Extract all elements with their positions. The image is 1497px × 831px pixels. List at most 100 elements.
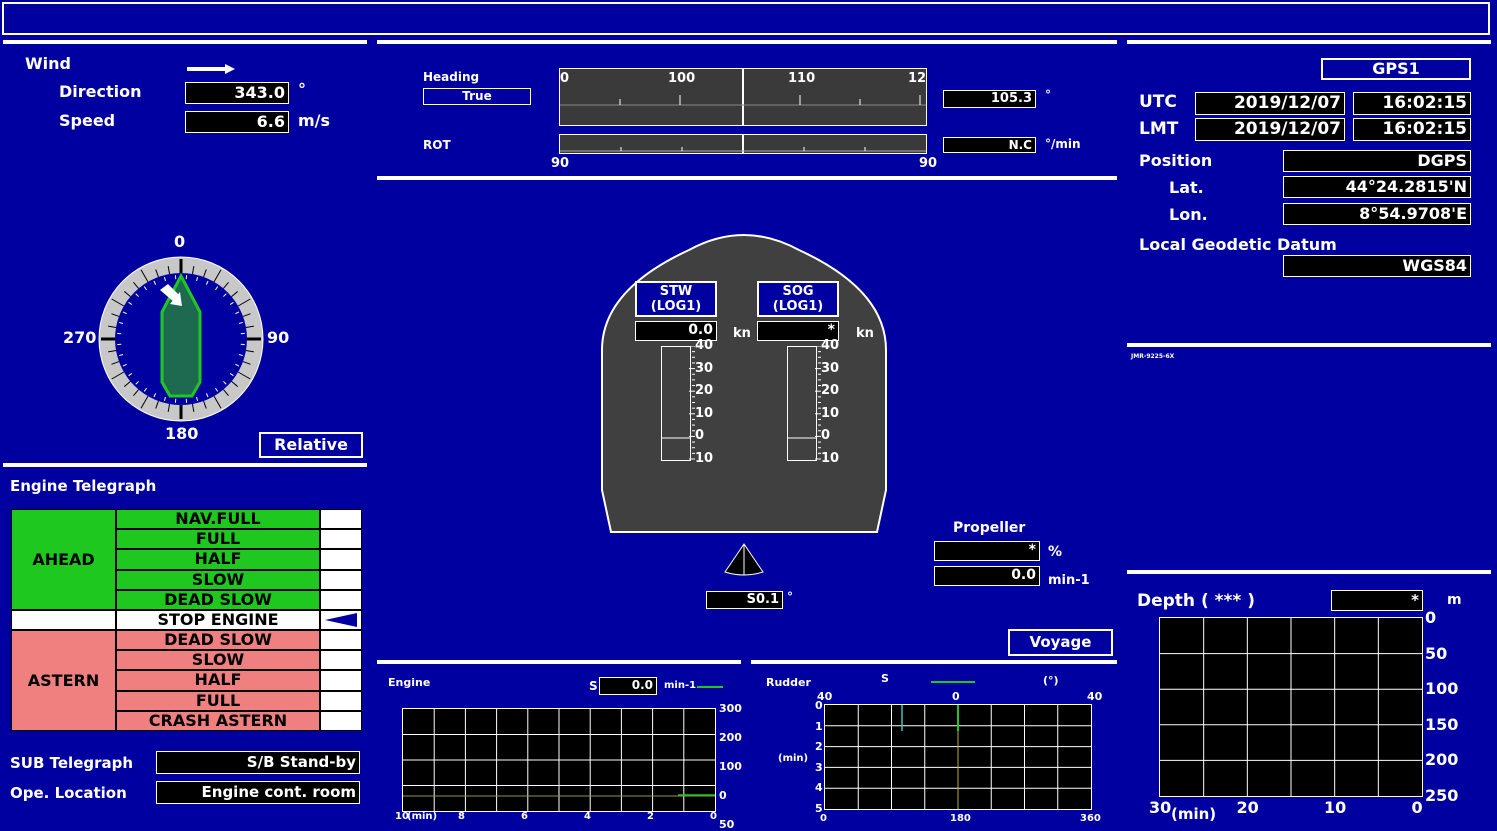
lat-value: 44°24.2815'N (1283, 176, 1471, 198)
depth-unit: m (1447, 592, 1462, 608)
rudder-bottom-tick: 0 (820, 813, 827, 824)
depth-y-tick: 0 (1425, 608, 1436, 627)
model-panel: JMR-9225-6X (1127, 343, 1491, 565)
rot-label: ROT (423, 138, 451, 152)
stw-scale-tick: 40 (695, 338, 713, 353)
propeller-rpm-value: 0.0 (934, 566, 1040, 586)
stop-engine-button[interactable]: STOP ENGINE (116, 610, 320, 630)
lon-value: 8°54.9708'E (1283, 203, 1471, 225)
stw-bar-gauge (661, 346, 691, 461)
astern-crash-astern-button[interactable]: CRASH ASTERN (116, 711, 320, 731)
heading-mode-button[interactable]: True (423, 88, 531, 105)
depth-x-tick: 0 (1412, 798, 1423, 817)
wind-arrow-icon (187, 59, 235, 69)
rudder-indicator-icon (723, 542, 765, 576)
ahead-slow-button[interactable]: SLOW (116, 570, 320, 590)
stw-scale-tick: 10 (695, 451, 713, 466)
lat-label: Lat. (1169, 178, 1204, 197)
astern-slow-button[interactable]: SLOW (116, 650, 320, 670)
rudder-bottom-tick: 180 (950, 813, 971, 824)
dial-label-180: 180 (165, 424, 198, 443)
engine-x-tick: 8 (458, 811, 465, 822)
datum-label: Local Geodetic Datum (1139, 235, 1337, 254)
heading-tick-110: 110 (788, 71, 815, 86)
astern-half-button[interactable]: HALF (116, 670, 320, 690)
ahead-dead-slow-button[interactable]: DEAD SLOW (116, 590, 320, 610)
sub-telegraph-value: S/B Stand-by (156, 751, 360, 774)
wind-speed-unit: m/s (298, 111, 330, 130)
stw-scale-tick: 30 (695, 361, 713, 376)
sog-scale-tick: 10 (821, 406, 839, 421)
stw-scale-tick: 20 (695, 383, 713, 398)
depth-y-tick: 150 (1425, 715, 1458, 734)
astern-indicator-cell (320, 630, 362, 650)
sog-title: SOG (759, 284, 837, 299)
depth-y-tick: 100 (1425, 679, 1458, 698)
ahead-indicator-cell (320, 590, 362, 610)
lon-label: Lon. (1169, 205, 1208, 224)
lmt-time: 16:02:15 (1353, 118, 1471, 141)
astern-dead-slow-button[interactable]: DEAD SLOW (116, 630, 320, 650)
stw-scale-tick: 0 (695, 428, 704, 443)
engine-y-tick: 100 (719, 760, 742, 773)
depth-chart-grid (1159, 617, 1423, 797)
sog-scale-tick: 0 (821, 428, 830, 443)
rudder-chart-y-unit: (min) (778, 753, 808, 764)
gps-source-button[interactable]: GPS1 (1321, 58, 1471, 80)
relative-button[interactable]: Relative (259, 432, 363, 458)
depth-x-unit: (min) (1171, 805, 1216, 823)
lmt-date: 2019/12/07 (1195, 118, 1345, 141)
rudder-top-tick: 40 (1087, 690, 1102, 703)
rot-unit: °/min (1045, 137, 1081, 151)
depth-y-tick: 200 (1425, 750, 1458, 769)
propeller-percent-unit: % (1048, 544, 1062, 560)
ahead-indicator-cell (320, 570, 362, 590)
ahead-indicator-cell (320, 529, 362, 549)
position-label: Position (1139, 151, 1212, 170)
engine-chart-title: Engine (388, 676, 430, 689)
wind-compass-dial (96, 254, 266, 424)
wind-speed-value: 6.6 (185, 111, 289, 133)
depth-x-tick: 30 (1149, 798, 1171, 817)
astern-full-button[interactable]: FULL (116, 691, 320, 711)
wind-direction-label: Direction (59, 82, 142, 101)
voyage-button[interactable]: Voyage (1008, 629, 1113, 656)
depth-value: * (1331, 590, 1423, 611)
stw-scale: 40 30 20 10 0 10 (695, 338, 735, 468)
rudder-legend-line (931, 681, 975, 683)
sog-bar-gauge (787, 346, 817, 461)
heading-label: Heading (423, 70, 479, 84)
engine-chart-grid (402, 708, 716, 812)
lmt-label: LMT (1139, 119, 1178, 139)
engine-x-tick: 4 (584, 811, 591, 822)
ahead-full-button[interactable]: FULL (116, 529, 320, 549)
stw-unit: kn (733, 326, 751, 341)
engine-x-tick: 10 (395, 811, 409, 822)
heading-panel: Heading True 0 100 110 12 105.3 ° ROT 90… (377, 40, 1117, 170)
rudder-y-tick: 5 (815, 802, 823, 815)
rudder-chart-side: S (881, 672, 889, 685)
heading-tick-100: 100 (668, 71, 695, 86)
propeller-label: Propeller (953, 520, 1025, 536)
dial-label-270: 270 (63, 328, 96, 347)
engine-x-tick: 0 (710, 811, 717, 822)
engine-y-tick: 300 (719, 702, 742, 715)
heading-value: 105.3 (943, 90, 1036, 108)
sog-scale-tick: 30 (821, 361, 839, 376)
utc-time: 16:02:15 (1353, 92, 1471, 115)
stw-scale-tick: 10 (695, 406, 713, 421)
ahead-label: AHEAD (11, 509, 116, 610)
stop-left-cell (11, 610, 116, 630)
ahead-nav-full-button[interactable]: NAV.FULL (116, 509, 320, 529)
astern-indicator-cell (320, 691, 362, 711)
stw-scale-ticks (689, 346, 695, 462)
engine-x-tick: 2 (647, 811, 654, 822)
ahead-half-button[interactable]: HALF (116, 549, 320, 569)
dial-label-0: 0 (174, 232, 185, 251)
rudder-y-tick: 0 (815, 699, 823, 712)
